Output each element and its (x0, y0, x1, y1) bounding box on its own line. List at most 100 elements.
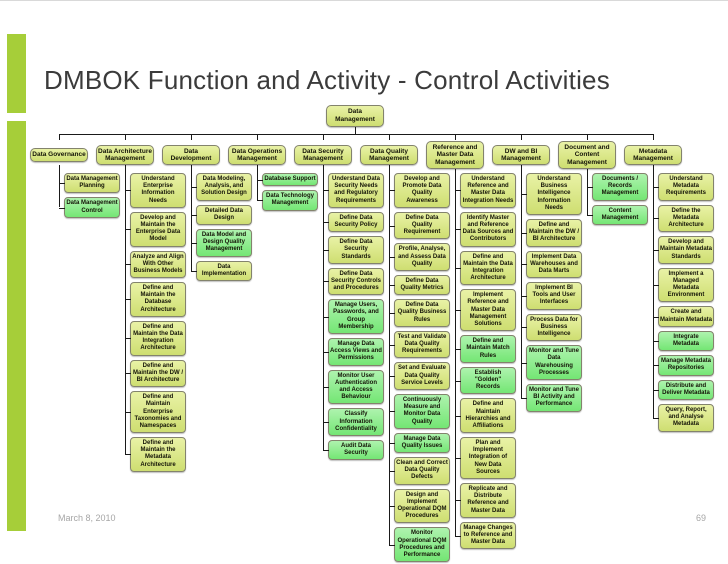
page-number: 69 (695, 513, 706, 523)
function-box: Data Security Management (294, 144, 352, 166)
activity-box: Understand Business Intelligence Informa… (521, 173, 582, 215)
footer-date: March 8, 2010 (58, 513, 116, 523)
activity-box: Understand Reference and Master Data Int… (455, 173, 516, 208)
root-box: Data Management (326, 105, 384, 127)
connector-trunk (257, 165, 258, 200)
activity-box: Develop and Maintain the Enterprise Data… (125, 211, 186, 247)
activity-box: Implement Reference and Master Data Mana… (455, 289, 516, 332)
activity-box: Define and Maintain the DW / BI Architec… (125, 359, 186, 388)
activity-box-control: Monitor User Authentication and Access B… (323, 369, 384, 405)
activity-box: Implement BI Tools and User Interfaces (521, 282, 582, 310)
activity-box-control: Data Management Control (59, 197, 120, 218)
activity-box-control: Manage Metadata Repositories (653, 355, 714, 376)
activity-box: Define and Maintain the Data Integration… (455, 250, 516, 286)
activity-box: Define Data Security Policy (323, 211, 384, 233)
connector-trunk (59, 165, 60, 207)
activity-box: Analyze and Align With Other Business Mo… (125, 250, 186, 279)
activity-box: Profile, Analyse, and Assess Data Qualit… (389, 243, 450, 271)
activity-box: Data Management Planning (59, 173, 120, 194)
activity-box-control: Manage Data Quality Issues (389, 432, 450, 454)
connector-trunk (587, 165, 588, 215)
activity-box: Define and Maintain the Database Archite… (125, 282, 186, 317)
activity-box-control: Monitor Operational DQM Procedures and P… (389, 527, 450, 563)
accent-bar-top (7, 34, 26, 113)
header-connector-line (59, 134, 653, 135)
activities-group: Understand Data Security Needs and Regul… (323, 165, 384, 461)
activity-box: Define Data Security Standards (323, 236, 384, 264)
connector-trunk (389, 165, 390, 545)
activity-box-control: Manage Data Access Views and Permissions (323, 338, 384, 366)
connector-trunk (125, 165, 126, 455)
connector-trunk (653, 165, 654, 418)
activity-box-control: Establish "Golden" Records (455, 366, 516, 395)
activity-box-control: Audit Data Security (323, 439, 384, 461)
activity-box-control: Data Technology Management (257, 190, 318, 211)
activity-box: Set and Evaluate Data Quality Service Le… (389, 362, 450, 390)
activity-box-control: Database Support (257, 173, 318, 187)
activity-box: Implement a Managed Metadata Environment (653, 267, 714, 303)
activity-box: Define and Maintain Enterprise Taxonomie… (125, 391, 186, 434)
activity-box: Define Data Quality Business Rules (389, 299, 450, 327)
activity-box: Identify Master and Reference Data Sourc… (455, 211, 516, 247)
activity-box-control: Monitor and Tune Data Warehousing Proces… (521, 345, 582, 380)
function-box: Document and Content Management (558, 140, 616, 170)
function-box: Data Quality Management (360, 144, 418, 166)
activity-box: Detailed Data Design (191, 204, 252, 225)
activity-box: Develop and Promote Data Quality Awarene… (389, 173, 450, 208)
connector-trunk (323, 165, 324, 450)
activity-box-control: Manage Users, Passwords, and Group Membe… (323, 299, 384, 334)
activities-group: Understand Reference and Master Data Int… (455, 165, 516, 550)
activities-group: Develop and Promote Data Quality Awarene… (389, 165, 450, 563)
activity-box-control: Content Management (587, 204, 648, 225)
activity-box: Define Data Quality Metrics (389, 274, 450, 296)
activity-box: Define and Maintain the DW / BI Architec… (521, 218, 582, 247)
activity-box: Define Data Security Controls and Proced… (323, 267, 384, 296)
root-connector (355, 126, 356, 134)
slide-title: DMBOK Function and Activity - Control Ac… (44, 65, 610, 95)
function-box: Data Architecture Management (96, 144, 154, 166)
activity-box: Clean and Correct Data Quality Defects (389, 457, 450, 485)
accent-bar-side (7, 121, 26, 531)
activity-box: Define and Maintain Hierarchies and Affi… (455, 398, 516, 434)
activity-box-control: Integrate Metadata (653, 330, 714, 352)
activity-box: Understand Enterprise Information Needs (125, 173, 186, 208)
activity-box: Process Data for Business Intelligence (521, 313, 582, 342)
activity-box: Implement Data Warehouses and Data Marts (521, 250, 582, 279)
connector-trunk (455, 165, 456, 536)
function-box: Data Development (162, 144, 220, 166)
activities-group: Understand Business Intelligence Informa… (521, 165, 582, 412)
activity-box: Data Modeling, Analysis, and Solution De… (191, 173, 252, 201)
connector-trunk (191, 165, 192, 271)
activity-box: Data Implementation (191, 260, 252, 281)
activity-box-control: Continuously Measure and Monitor Data Qu… (389, 393, 450, 429)
function-box: Metadata Management (624, 144, 682, 166)
function-box: DW and BI Management (492, 144, 550, 166)
activity-box: Design and Implement Operational DQM Pro… (389, 488, 450, 524)
function-box: Data Governance (30, 148, 88, 162)
activity-box: Develop and Maintain Metadata Standards (653, 236, 714, 264)
activity-box-control: Monitor and Tune BI Activity and Perform… (521, 383, 582, 412)
activity-box-control: Documents / Records Management (587, 173, 648, 201)
activity-box: Manage Changes to Reference and Master D… (455, 521, 516, 550)
activity-box: Test and Validate Data Quality Requireme… (389, 330, 450, 359)
activity-box: Understand Metadata Requirements (653, 173, 714, 201)
activity-box: Plan and Implement Integration of New Da… (455, 437, 516, 479)
activity-box-control: Distribute and Deliver Metadata (653, 379, 714, 400)
activity-box-control: Define and Maintain Match Rules (455, 335, 516, 363)
activity-box-control: Classify Information Confidentiality (323, 408, 384, 436)
